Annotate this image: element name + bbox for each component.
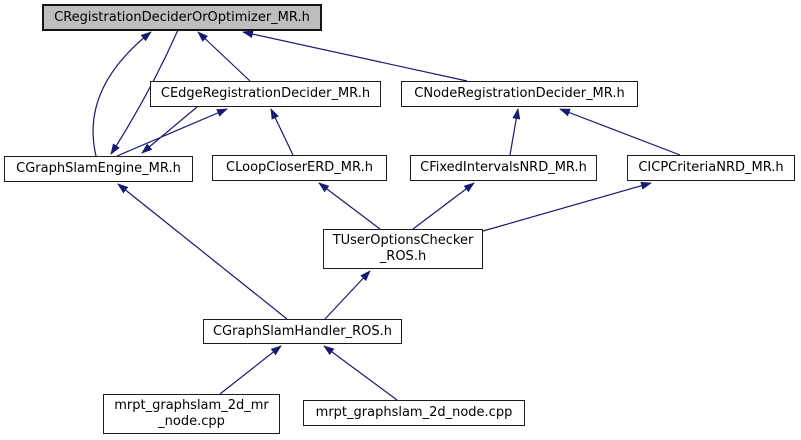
edge-root-to-engine [110,29,179,155]
edge-nodereg-to-root [242,30,468,82]
edge-loopcloser-to-edgereg [270,108,294,156]
node-cicpcriterianrd-mr-h[interactable]: CICPCriteriaNRD_MR.h [627,155,795,181]
node-label: mrpt_graphslam_2d_node.cpp [315,405,513,421]
node-tuseroptionschecker-ros-h[interactable]: TUserOptionsChecker _ROS.h [323,229,483,269]
node-mrpt-graphslam-2d-node-cpp[interactable]: mrpt_graphslam_2d_node.cpp [303,400,525,426]
edge-mrnode-to-handler [219,345,282,395]
node-cgraphslamengine-mr-h[interactable]: CGraphSlamEngine_MR.h [4,156,193,182]
edge-edgereg-to-root [197,31,251,82]
node-cnoderegistrationdecider-mr-h[interactable]: CNodeRegistrationDecider_MR.h [401,81,638,107]
edge-fixedintervals-to-nodereg [509,108,521,156]
node-cgraphslamhandler-ros-h[interactable]: CGraphSlamHandler_ROS.h [203,319,402,344]
edge-useroptions-to-fixedintervals [412,182,475,230]
node-label: CNodeRegistrationDecider_MR.h [414,86,625,102]
node-label: CEdgeRegistrationDecider_MR.h [160,86,371,102]
node-label: CFixedIntervalsNRD_MR.h [420,160,587,176]
node-label: CGraphSlamEngine_MR.h [16,161,181,177]
node-mrpt-graphslam-2d-mr-node-cpp[interactable]: mrpt_graphslam_2d_mr _node.cpp [103,394,280,434]
node-label: CRegistrationDeciderOrOptimizer_MR.h [54,9,310,25]
edge-useroptions-to-icpcriteria [482,181,652,232]
edge-edgereg-to-engine [141,106,198,154]
node-label: mrpt_graphslam_2d_mr _node.cpp [114,398,269,429]
edge-engine-to-edgereg [116,108,228,157]
edge-nodecpp-to-handler [323,345,398,401]
node-cregistrationdecideroroptimizer-mr-h: CRegistrationDeciderOrOptimizer_MR.h [42,4,322,31]
node-label: CICPCriteriaNRD_MR.h [638,160,784,176]
edge-engine-to-root [92,31,152,157]
edge-useroptions-to-loopcloser [318,182,381,230]
node-cloopclosererd-mr-h[interactable]: CLoopCloserERD_MR.h [212,155,387,181]
node-cedgeregistrationdecider-mr-h[interactable]: CEdgeRegistrationDecider_MR.h [150,81,381,107]
edge-icpcriteria-to-nodereg [559,108,681,156]
node-label: CLoopCloserERD_MR.h [226,160,373,176]
node-cfixedintervalsnrd-mr-h[interactable]: CFixedIntervalsNRD_MR.h [410,155,597,181]
node-label: CGraphSlamHandler_ROS.h [212,323,393,339]
edge-handler-to-engine [117,183,288,320]
edge-handler-to-useroptions [324,270,371,320]
node-label: TUserOptionsChecker _ROS.h [332,233,474,264]
